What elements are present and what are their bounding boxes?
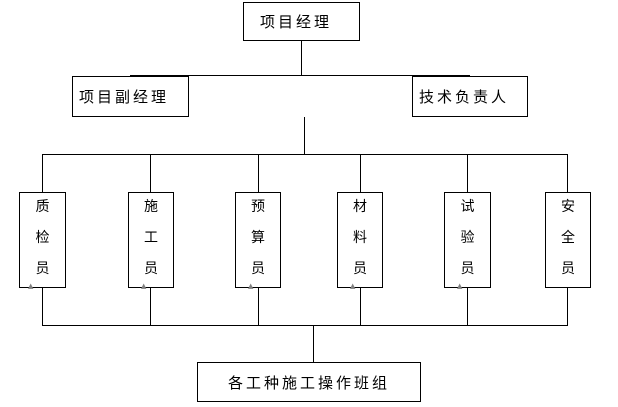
- budget-officer-char-3: 员: [251, 261, 265, 277]
- safety-officer-char-1: 安: [561, 199, 575, 215]
- quality-inspector-char-2: 检: [35, 230, 50, 246]
- construction-worker-box: 施 工 员 ▲: [128, 192, 174, 290]
- test-officer-char-1: 试: [460, 199, 475, 215]
- work-teams-box: 各工种施工操作班组: [197, 362, 421, 402]
- materials-officer-box: 材 料 员 ▲: [337, 192, 383, 290]
- anchor-mark-icon: ▲: [350, 282, 356, 290]
- anchor-mark-icon: ▲: [28, 282, 34, 290]
- safety-officer-char-3: 员: [561, 261, 575, 277]
- safety-officer-char-2: 全: [561, 230, 575, 246]
- construction-worker-char-1: 施: [144, 199, 158, 215]
- project-manager-label: 项目经理: [260, 13, 333, 31]
- construction-worker-char-3: 员: [144, 261, 158, 277]
- work-teams-label: 各工种施工操作班组: [228, 373, 391, 392]
- construction-worker-char-2: 工: [144, 230, 158, 246]
- quality-inspector-box: 质 检 员 ▲: [19, 192, 66, 290]
- project-manager-box: 项目经理: [243, 2, 360, 41]
- budget-officer-box: 预 算 员 ▲: [235, 192, 281, 290]
- test-officer-box: 试 验 员 ▲: [444, 192, 491, 290]
- deputy-manager-label: 项目副经理: [79, 88, 170, 106]
- technical-lead-box: 技术负责人: [412, 76, 528, 117]
- safety-officer-box: 安 全 员: [545, 192, 591, 288]
- materials-officer-char-1: 材: [353, 199, 367, 215]
- budget-officer-char-1: 预: [251, 199, 265, 215]
- quality-inspector-char-1: 质: [35, 199, 50, 215]
- technical-lead-label: 技术负责人: [419, 88, 510, 106]
- materials-officer-char-3: 员: [353, 261, 367, 277]
- anchor-mark-icon: ▲: [141, 282, 147, 290]
- budget-officer-char-2: 算: [251, 230, 265, 246]
- anchor-mark-icon: ▲: [457, 282, 463, 290]
- quality-inspector-char-3: 员: [35, 261, 50, 277]
- test-officer-char-3: 员: [460, 261, 475, 277]
- materials-officer-char-2: 料: [353, 230, 367, 246]
- deputy-manager-box: 项目副经理: [72, 76, 189, 117]
- anchor-mark-icon: ▲: [248, 282, 254, 290]
- test-officer-char-2: 验: [460, 230, 475, 246]
